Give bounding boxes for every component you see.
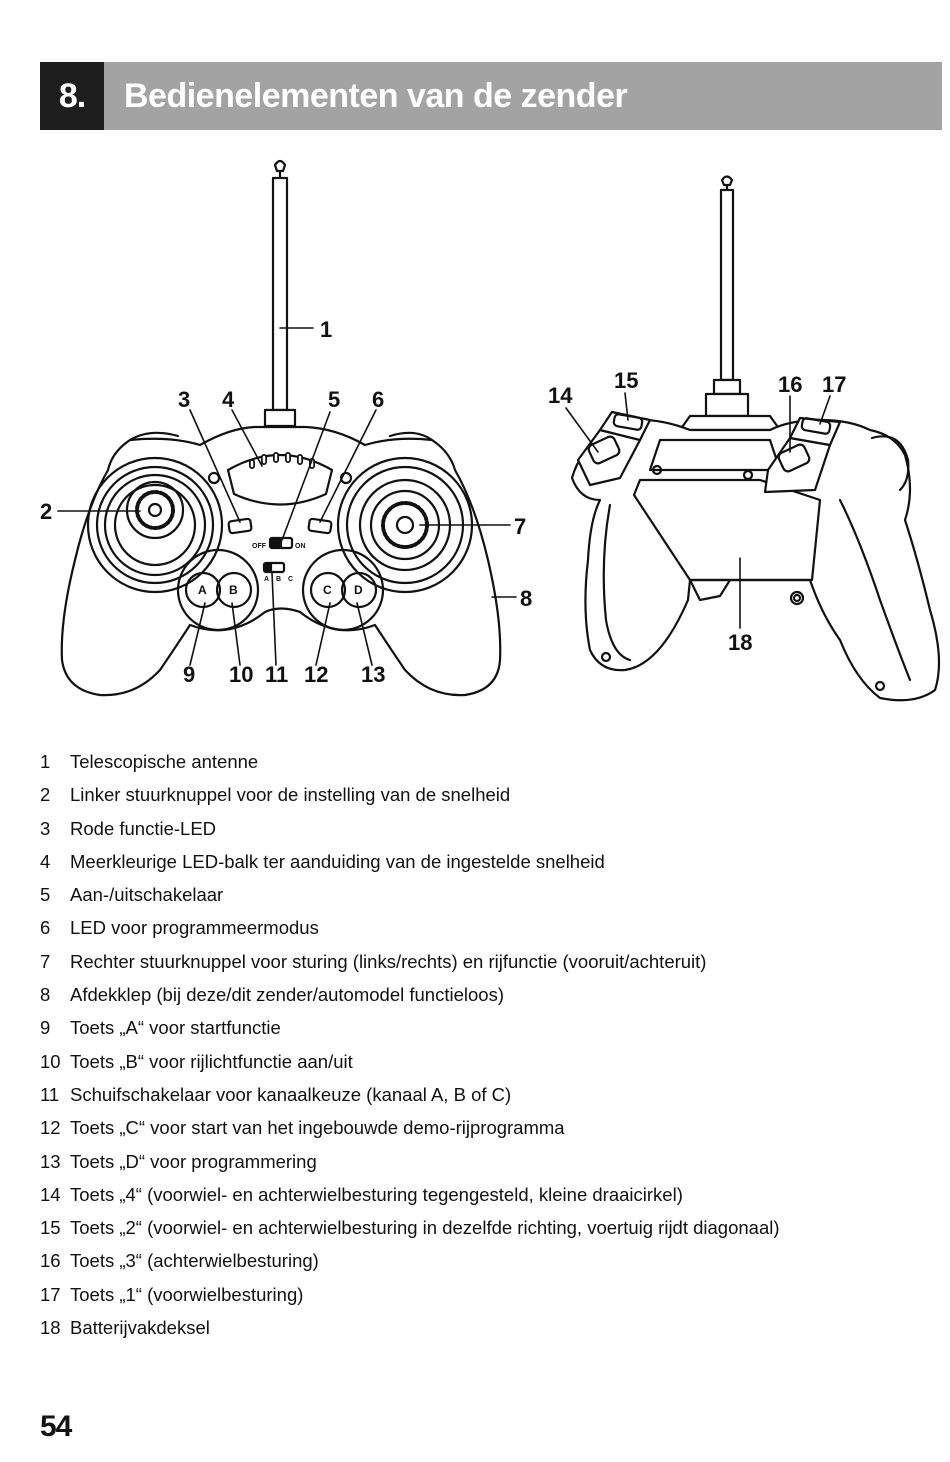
legend-number: 14 — [40, 1183, 61, 1205]
callout-15: 15 — [614, 368, 638, 393]
legend-text: Rode functie-LED — [70, 817, 217, 839]
callout-14: 14 — [548, 383, 573, 408]
controller-illustration: OFF ON A B C A B C D 1 2 3 4 5 6 7 8 9 1… — [0, 140, 950, 720]
legend-item: 15 Toets „2“ (voorwiel- en achterwielbest… — [40, 1214, 920, 1247]
power-on-label: ON — [295, 543, 306, 550]
legend-text: Batterijvakdeksel — [70, 1317, 210, 1339]
legend-number: 5 — [40, 884, 51, 906]
legend-number: 7 — [40, 950, 51, 972]
channel-b-label: B — [276, 576, 281, 583]
button-a-label: A — [198, 583, 207, 597]
legend-number: 13 — [40, 1150, 61, 1172]
legend-number: 1 — [40, 751, 51, 772]
callout-1: 1 — [320, 317, 332, 342]
section-title: Bedienelementen van de zender — [104, 62, 942, 130]
legend-number: 16 — [40, 1250, 61, 1272]
antenna-front — [263, 159, 297, 428]
legend-item: 14 Toets „4“ (voorwiel- en achterwielbest… — [40, 1181, 920, 1214]
callout-2: 2 — [40, 499, 52, 524]
legend-text: Toets „1“ (voorwielbesturing) — [70, 1283, 304, 1305]
callout-17: 17 — [822, 372, 846, 397]
legend-text: LED voor programmeermodus — [70, 917, 319, 939]
legend-item: 7 Rechter stuurknuppel voor sturing (link… — [40, 948, 920, 981]
callout-3: 3 — [178, 387, 190, 412]
button-b-label: B — [229, 583, 238, 597]
callout-10: 10 — [229, 662, 253, 687]
callout-7: 7 — [514, 514, 526, 539]
legend-item: 4 Meerkleurige LED-balk ter aanduiding va… — [40, 848, 920, 881]
legend-text: Schuifschakelaar voor kanaalkeuze (kanaa… — [70, 1083, 512, 1105]
legend-item: 3 Rode functie-LED — [40, 815, 920, 848]
legend-item: 8 Afdekklep (bij deze/dit zender/automode… — [40, 981, 920, 1014]
legend-item: 12 Toets „C“ voor start van het ingebouwd… — [40, 1114, 920, 1147]
legend-item: 11 Schuifschakelaar voor kanaalkeuze (kan… — [40, 1081, 920, 1114]
legend-text: Toets „3“ (achterwielbesturing) — [70, 1250, 319, 1272]
legend-item: 13 Toets „D“ voor programmering — [40, 1148, 920, 1181]
channel-a-label: A — [264, 576, 269, 583]
legend-number: 4 — [40, 850, 51, 872]
legend-text: Meerkleurige LED-balk ter aanduiding van… — [70, 850, 605, 872]
legend-text: Aan-/uitschakelaar — [70, 884, 224, 906]
legend-number: 3 — [40, 817, 51, 839]
callout-4: 4 — [222, 387, 235, 412]
legend-number: 8 — [40, 984, 51, 1006]
channel-c-label: C — [288, 576, 293, 583]
legend-text: Afdekklep (bij deze/dit zender/automodel… — [70, 984, 504, 1006]
legend-text: Toets „2“ (voorwiel- en achterwielbestur… — [70, 1217, 780, 1239]
callout-12: 12 — [304, 662, 328, 687]
legend-item: 1 Telescopische antenne — [40, 748, 920, 781]
legend-number: 9 — [40, 1017, 51, 1039]
button-d-label: D — [354, 583, 363, 597]
left-joystick — [86, 456, 224, 594]
legend-text: Linker stuurknuppel voor de instelling v… — [70, 784, 511, 806]
button-c-label: C — [323, 583, 332, 597]
callout-13: 13 — [361, 662, 385, 687]
callout-8: 8 — [520, 586, 532, 611]
callout-5: 5 — [328, 387, 340, 412]
legend-number: 11 — [40, 1083, 60, 1105]
legend-item: 10 Toets „B“ voor rijlichtfunctie aan/uit — [40, 1048, 920, 1081]
legend-text: Toets „D“ voor programmering — [70, 1150, 317, 1172]
legend-number: 6 — [40, 917, 51, 939]
legend-text: Rechter stuurknuppel voor sturing (links… — [70, 950, 707, 972]
legend-item: 2 Linker stuurknuppel voor de instelling … — [40, 781, 920, 814]
legend-number: 17 — [40, 1283, 61, 1305]
power-off-label: OFF — [252, 543, 267, 550]
callout-9: 9 — [183, 662, 195, 687]
page-number: 54 — [40, 1410, 72, 1443]
legend-item: 16 Toets „3“ (achterwielbesturing) — [40, 1247, 920, 1280]
legend-number: 10 — [40, 1050, 61, 1072]
legend-item: 6 LED voor programmeermodus — [40, 914, 920, 947]
controller-body-front — [60, 425, 502, 697]
legend-text: Toets „B“ voor rijlichtfunctie aan/uit — [70, 1050, 353, 1072]
section-header: 8. Bedienelementen van de zender — [40, 62, 942, 130]
callout-16: 16 — [778, 372, 802, 397]
legend-number: 12 — [40, 1117, 61, 1139]
legend-number: 15 — [40, 1217, 61, 1239]
callout-11: 11 — [265, 662, 288, 687]
legend-number: 2 — [40, 784, 51, 806]
legend-item: 9 Toets „A“ voor startfunctie — [40, 1014, 920, 1047]
legend-item: 18 Batterijvakdeksel — [40, 1314, 920, 1347]
legend-text: Telescopische antenne — [70, 751, 259, 772]
controller-drawing: OFF ON A B C A B C D 1 2 3 4 5 6 7 8 9 1… — [40, 159, 941, 702]
callout-18: 18 — [728, 630, 752, 655]
callout-6: 6 — [372, 387, 384, 412]
legend-number: 18 — [40, 1317, 61, 1339]
parts-legend: 1 Telescopische antenne 2 Linker stuurknup… — [40, 748, 920, 1347]
legend-item: 17 Toets „1“ (voorwielbesturing) — [40, 1281, 920, 1314]
legend-text: Toets „4“ (voorwiel- en achterwielbestur… — [70, 1183, 683, 1205]
legend-text: Toets „C“ voor start van het ingebouwde … — [70, 1117, 565, 1139]
section-number: 8. — [40, 62, 104, 130]
legend-text: Toets „A“ voor startfunctie — [70, 1017, 281, 1039]
antenna-back — [678, 175, 782, 432]
legend-item: 5 Aan-/uitschakelaar — [40, 881, 920, 914]
